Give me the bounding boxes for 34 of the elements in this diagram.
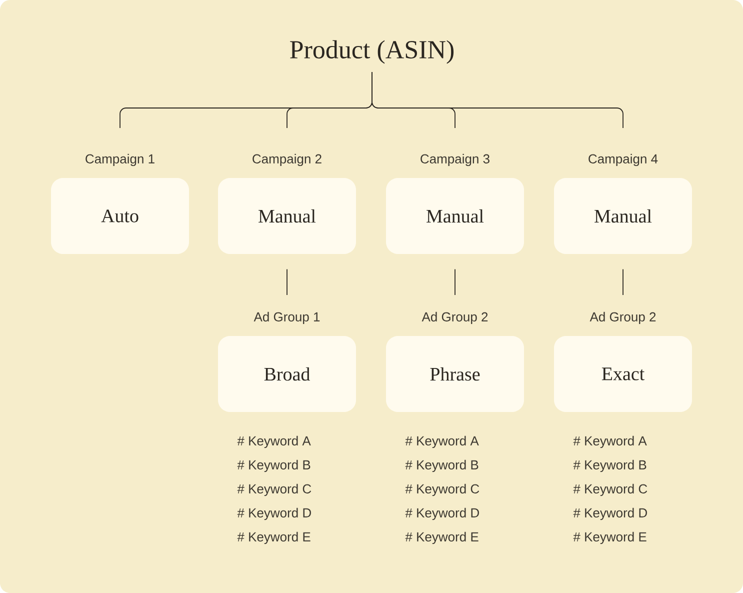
level-box: Manual (218, 178, 356, 254)
keyword-label: # Keyword C (573, 484, 648, 496)
connector-line (372, 72, 624, 128)
keyword-label: # Keyword B (405, 460, 478, 472)
level-box: Exact (554, 336, 692, 412)
keyword-label: # Keyword E (237, 532, 310, 544)
keyword-label: # Keyword C (405, 484, 480, 496)
keyword-label: # Keyword A (405, 436, 479, 448)
group-heading: Ad Group 2 (422, 312, 488, 324)
level-box: Manual (386, 178, 524, 254)
keyword-label: # Keyword A (237, 436, 311, 448)
keyword-label: # Keyword D (573, 508, 647, 520)
keyword-label: # Keyword D (237, 508, 311, 520)
keyword-label: # Keyword A (573, 436, 647, 448)
keyword-label: # Keyword C (237, 484, 312, 496)
connector-line (622, 268, 624, 296)
keyword-label: # Keyword E (405, 532, 478, 544)
keyword-label: # Keyword E (573, 532, 646, 544)
title: Product (ASIN) (290, 40, 454, 64)
level-box: Broad (218, 336, 356, 412)
group-heading: Ad Group 1 (254, 312, 320, 324)
keyword-label: # Keyword B (573, 460, 646, 472)
group-heading: Campaign 1 (86, 154, 154, 166)
keyword-label: # Keyword B (237, 460, 310, 472)
group-heading: Campaign 2 (252, 154, 322, 166)
level-box: Manual (554, 178, 692, 254)
group-heading: Ad Group 2 (590, 312, 656, 324)
level-box: Auto (51, 178, 189, 254)
group-heading: Campaign 3 (420, 154, 490, 166)
connector-line (286, 268, 288, 296)
group-heading: Campaign 4 (588, 154, 658, 166)
connector-line (454, 268, 456, 296)
keyword-label: # Keyword D (405, 508, 479, 520)
level-box: Phrase (386, 336, 524, 412)
